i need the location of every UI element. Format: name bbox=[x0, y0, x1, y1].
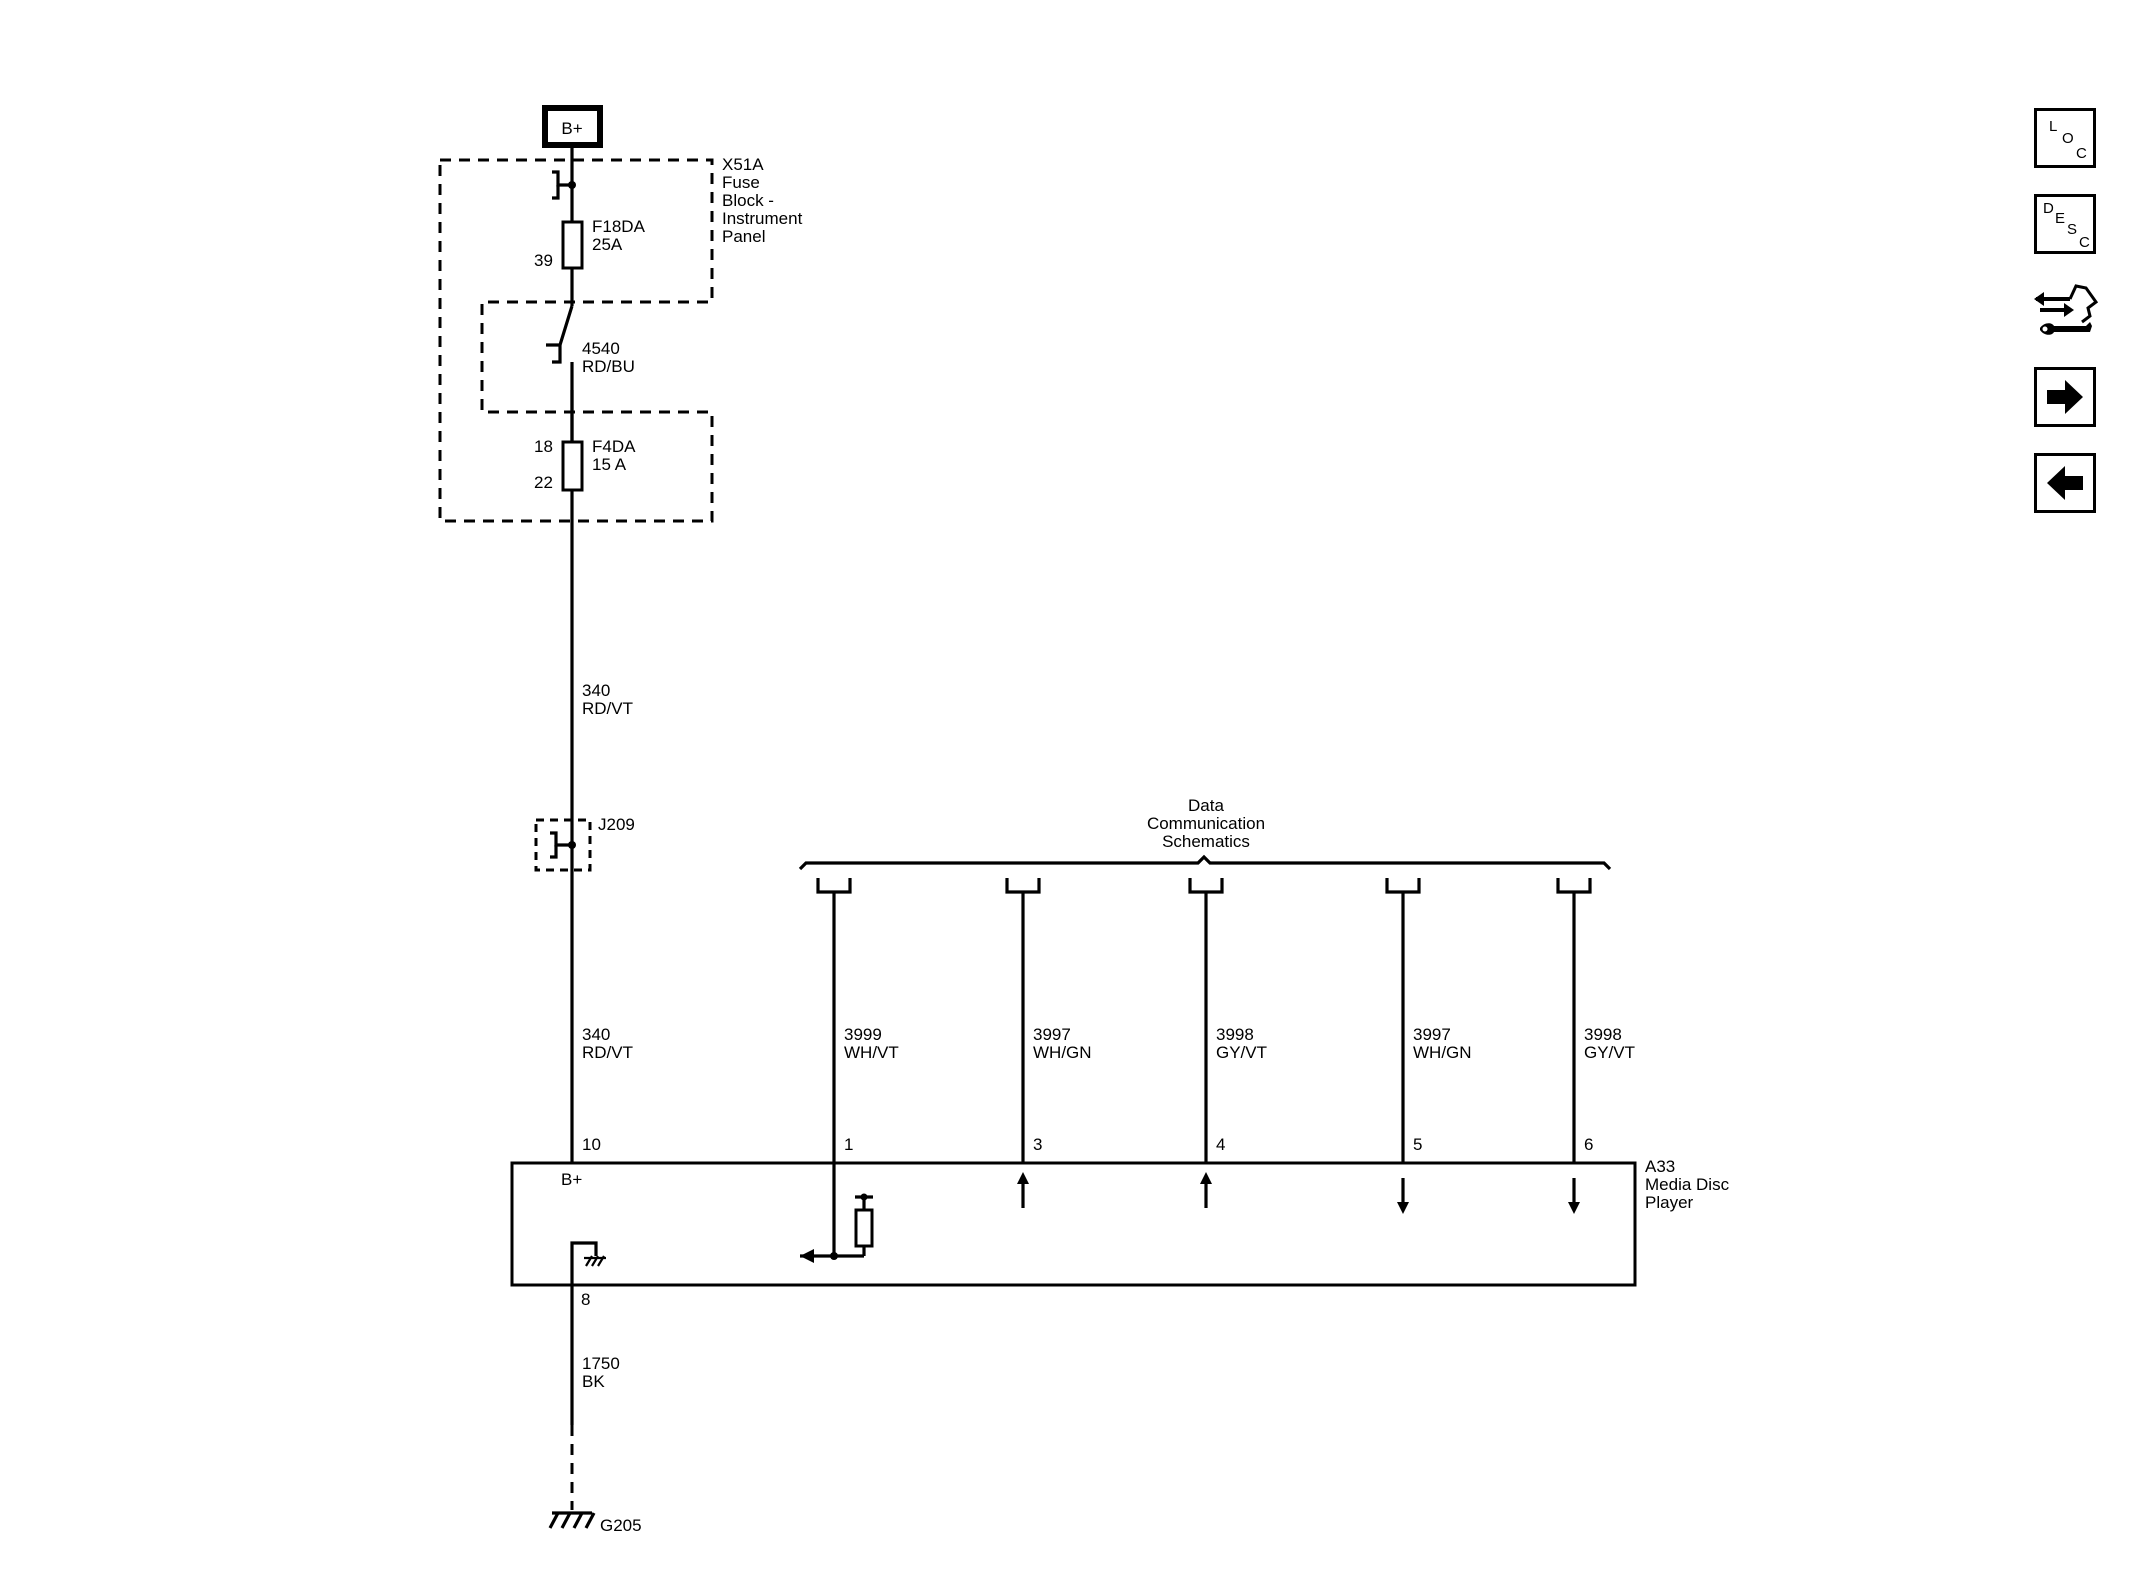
signal-wire-circuit: 3997 bbox=[1413, 1025, 1451, 1044]
fuse2-pin-out: 22 bbox=[534, 473, 553, 492]
loc-letter-l: L bbox=[2049, 118, 2058, 135]
previous-page-button[interactable] bbox=[2034, 453, 2096, 513]
wire-upper-circuit: 340 bbox=[582, 681, 610, 700]
fuse1-name: F18DA bbox=[592, 217, 646, 236]
module-name-2: Player bbox=[1645, 1193, 1694, 1212]
wire-upper-color: RD/VT bbox=[582, 699, 633, 718]
signal-connector-icon bbox=[1556, 878, 1592, 894]
fusible-link-icon bbox=[546, 305, 574, 364]
arrow-down-icon bbox=[1397, 1178, 1409, 1214]
signal-wires: 3999WH/VT13997WH/GN33998GY/VT43997WH/GN5… bbox=[816, 878, 1635, 1214]
signal-wire-color: WH/GN bbox=[1033, 1043, 1092, 1062]
battery-power-source: B+ bbox=[542, 105, 603, 148]
arrow-left-icon bbox=[2047, 466, 2083, 500]
fuse1-rating: 25A bbox=[592, 235, 623, 254]
connector-tool-button[interactable] bbox=[2030, 276, 2100, 342]
module-name-1: Media Disc bbox=[1645, 1175, 1730, 1194]
module-ground-pin: 8 bbox=[581, 1290, 590, 1309]
link-circuit: 4540 bbox=[582, 339, 620, 358]
module-id: A33 bbox=[1645, 1157, 1675, 1176]
fuse1-pin: 39 bbox=[534, 251, 553, 270]
ground-g205-icon bbox=[548, 1511, 596, 1529]
arrow-down-icon bbox=[1568, 1178, 1580, 1214]
module-power-pin: 10 bbox=[582, 1135, 601, 1154]
signal-wire-pin: 1 bbox=[844, 1135, 853, 1154]
fuse-block-name-3: Instrument bbox=[722, 209, 803, 228]
data-comm-link[interactable]: Data Communication Schematics bbox=[1147, 796, 1265, 851]
arrow-up-icon bbox=[1017, 1172, 1029, 1208]
data-comm-bracket bbox=[798, 854, 1612, 871]
signal-wire-circuit: 3999 bbox=[844, 1025, 882, 1044]
fuse-block-name-4: Panel bbox=[722, 227, 765, 246]
data-comm-line-3: Schematics bbox=[1162, 832, 1250, 851]
splice-id: J209 bbox=[598, 815, 635, 834]
module-a33-box bbox=[510, 1161, 1637, 1287]
fuse-f18da-icon bbox=[561, 220, 584, 270]
fuse-f4da-icon bbox=[561, 440, 584, 492]
fuse2-pin-in: 18 bbox=[534, 437, 553, 456]
ground-wire-color: BK bbox=[582, 1372, 605, 1391]
data-comm-line-1: Data bbox=[1188, 796, 1224, 815]
signal-wire-color: WH/GN bbox=[1413, 1043, 1472, 1062]
link-color: RD/BU bbox=[582, 357, 635, 376]
signal-wire-circuit: 3997 bbox=[1033, 1025, 1071, 1044]
signal-wire-color: GY/VT bbox=[1584, 1043, 1635, 1062]
power-label: B+ bbox=[561, 119, 582, 138]
wire-lower-color: RD/VT bbox=[582, 1043, 633, 1062]
desc-letter-c: C bbox=[2079, 234, 2090, 251]
signal-wire-circuit: 3998 bbox=[1584, 1025, 1622, 1044]
next-page-button[interactable] bbox=[2034, 367, 2096, 427]
ground-id: G205 bbox=[600, 1516, 642, 1535]
desc-letter-e: E bbox=[2055, 210, 2066, 227]
connector-tool-icon bbox=[2034, 284, 2099, 335]
fuse2-name: F4DA bbox=[592, 437, 636, 456]
ground-wire-circuit: 1750 bbox=[582, 1354, 620, 1373]
signal-connector-icon bbox=[1188, 878, 1224, 894]
pin1-internal-circuit bbox=[800, 1163, 874, 1263]
signal-connector-icon bbox=[1005, 878, 1041, 894]
signal-wire-pin: 4 bbox=[1216, 1135, 1225, 1154]
signal-wire-pin: 6 bbox=[1584, 1135, 1593, 1154]
signal-wire-pin: 3 bbox=[1033, 1135, 1042, 1154]
arrow-up-icon bbox=[1200, 1172, 1212, 1208]
fuse-block-name-2: Block - bbox=[722, 191, 774, 210]
desc-letter-d: D bbox=[2043, 200, 2054, 217]
fuse2-rating: 15 A bbox=[592, 455, 627, 474]
module-power-label: B+ bbox=[561, 1170, 582, 1189]
signal-wire-pin: 5 bbox=[1413, 1135, 1422, 1154]
fuse-block-id: X51A bbox=[722, 155, 764, 174]
fuse-block-name-1: Fuse bbox=[722, 173, 760, 192]
desc-letter-s: S bbox=[2067, 221, 2078, 238]
fuse-block-outline bbox=[438, 158, 714, 523]
loc-button[interactable]: L O C bbox=[2034, 108, 2096, 168]
desc-button[interactable]: D E S C bbox=[2034, 194, 2096, 254]
fuse-block-connector-icon bbox=[552, 170, 576, 200]
data-comm-line-2: Communication bbox=[1147, 814, 1265, 833]
signal-wire-circuit: 3998 bbox=[1216, 1025, 1254, 1044]
loc-letter-c: C bbox=[2076, 145, 2087, 162]
signal-wire-color: WH/VT bbox=[844, 1043, 899, 1062]
module-ground-icon bbox=[570, 1241, 606, 1285]
splice-j209-icon bbox=[534, 818, 592, 872]
arrow-right-icon bbox=[2047, 380, 2083, 414]
signal-connector-icon bbox=[816, 878, 852, 894]
signal-wire-color: GY/VT bbox=[1216, 1043, 1267, 1062]
loc-letter-o: O bbox=[2062, 130, 2074, 147]
wire-lower-circuit: 340 bbox=[582, 1025, 610, 1044]
signal-connector-icon bbox=[1385, 878, 1421, 894]
